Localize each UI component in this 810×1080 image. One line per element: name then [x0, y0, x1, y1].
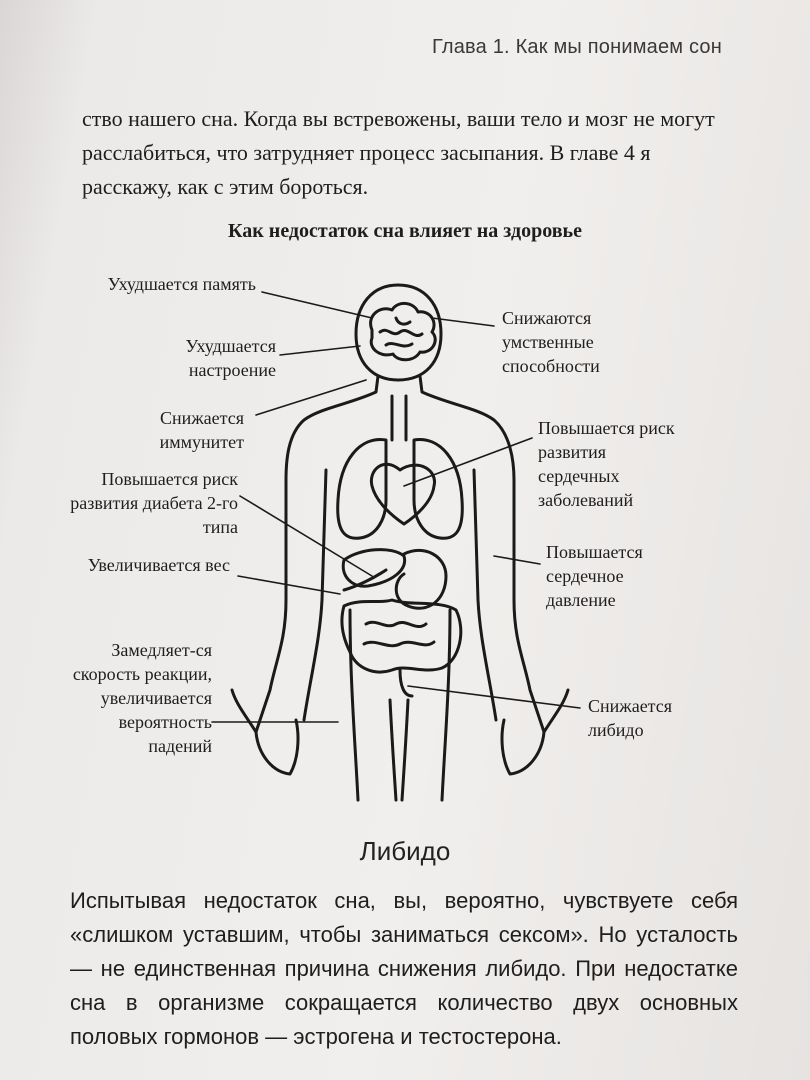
section-text: Испытывая недостаток сна, вы, вероятно, … — [70, 888, 738, 1049]
brain-icon — [369, 302, 437, 362]
label-diabetes: Повышается риск развития диабета 2-го ти… — [70, 469, 238, 537]
liver — [341, 548, 407, 588]
label-libido: Снижается либидо — [588, 696, 673, 740]
heart-icon — [369, 462, 436, 526]
head-outline — [354, 283, 443, 382]
intestines — [340, 598, 463, 674]
label-reaction: Замедляет-ся скорость реакции, увеличива… — [72, 640, 212, 756]
intro-text: ство нашего сна. Когда вы встревожены, в… — [82, 106, 715, 199]
pancreas — [342, 568, 388, 592]
label-cognition: Снижаются умственные способности — [502, 308, 600, 376]
label-memory: Ухудшается память — [107, 274, 256, 294]
label-mood: Ухудшается настроение — [185, 336, 276, 380]
label-blood-pressure: Повышается сердечное давление — [546, 542, 643, 610]
left-hand — [230, 688, 300, 776]
intro-paragraph: ство нашего сна. Когда вы встревожены, в… — [82, 102, 722, 204]
lung-left — [336, 438, 388, 540]
label-weight: Увеличивается вес — [87, 555, 230, 575]
torso-outline — [254, 374, 546, 734]
label-heart-disease: Повышается риск развития сердечных забол… — [538, 418, 675, 510]
right-hand — [500, 688, 570, 776]
label-immunity: Снижается иммунитет — [159, 408, 244, 452]
human-body-illustration — [211, 283, 581, 802]
stomach — [394, 548, 448, 610]
running-head: Глава 1. Как мы понимаем сон — [431, 36, 722, 58]
section-body: Испытывая недостаток сна, вы, вероятно, … — [70, 884, 738, 1054]
figure-title: Как недостаток сна влияет на здоровье — [228, 220, 582, 242]
lung-right — [412, 438, 464, 540]
section-title: Либидо — [359, 836, 451, 866]
